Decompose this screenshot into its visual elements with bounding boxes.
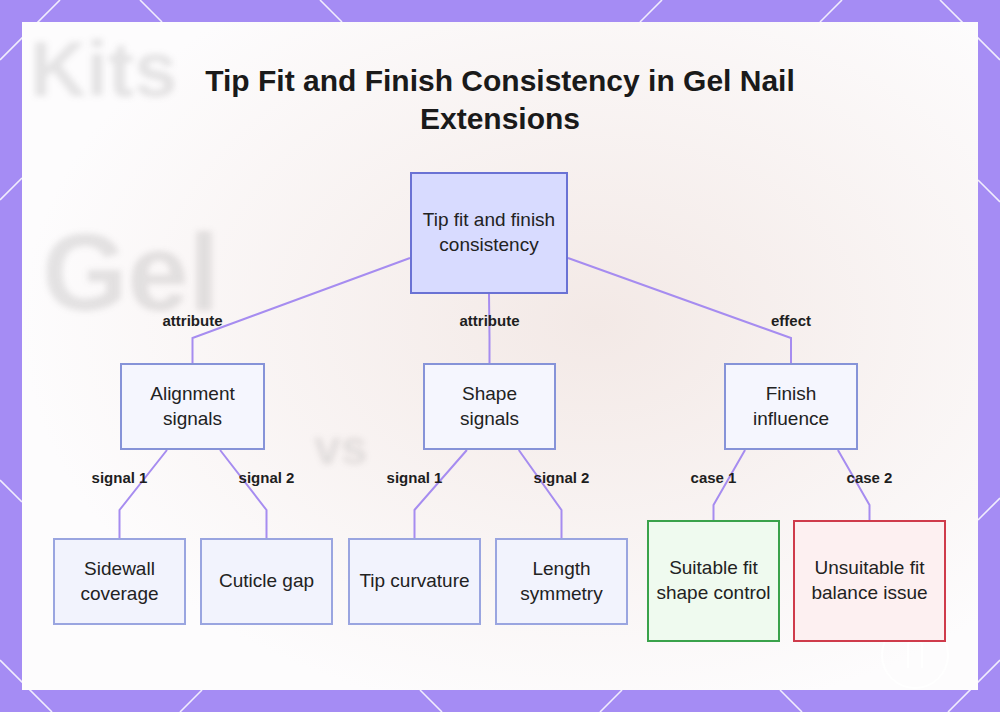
case-box: Unsuitable fit balance issue bbox=[793, 520, 946, 642]
edge-label: case 2 bbox=[847, 469, 893, 486]
signal-box: Cuticle gap bbox=[200, 538, 333, 625]
case-box: Suitable fit shape control bbox=[647, 520, 780, 642]
connector-line bbox=[120, 450, 167, 538]
watermark-text: vs bbox=[314, 424, 367, 472]
category-box: Alignment signals bbox=[120, 363, 265, 450]
edge-label: signal 1 bbox=[387, 469, 443, 486]
diagram-title: Tip Fit and Finish Consistency in Gel Na… bbox=[200, 62, 800, 138]
edge-label: attribute bbox=[460, 312, 520, 329]
signal-box: Sidewall coverage bbox=[53, 538, 186, 625]
node-text: Suitable fit shape control bbox=[649, 556, 778, 605]
edge-label: effect bbox=[771, 312, 811, 329]
edge-label: signal 1 bbox=[92, 469, 148, 486]
connector-line bbox=[488, 294, 491, 363]
root-box: Tip fit and finish consistency bbox=[410, 172, 568, 294]
connector-line bbox=[519, 450, 562, 538]
node-text: Length symmetry bbox=[497, 557, 626, 606]
connector-line bbox=[193, 258, 411, 363]
node-text: Shape signals bbox=[425, 382, 554, 431]
node-text: Sidewall coverage bbox=[55, 557, 184, 606]
watermark-text: Gel bbox=[42, 217, 219, 327]
category-box: Finish influence bbox=[724, 363, 858, 450]
connector-line bbox=[415, 450, 467, 538]
node-text: Tip fit and finish consistency bbox=[412, 208, 566, 257]
edge-label: case 1 bbox=[691, 469, 737, 486]
connector-line bbox=[220, 450, 266, 538]
node-text: Unsuitable fit balance issue bbox=[795, 556, 944, 605]
node-text: Alignment signals bbox=[122, 382, 263, 431]
edge-label: signal 2 bbox=[534, 469, 590, 486]
signal-box: Length symmetry bbox=[495, 538, 628, 625]
watermark-text: Kits bbox=[30, 30, 177, 108]
category-box: Shape signals bbox=[423, 363, 556, 450]
connector-line bbox=[568, 258, 791, 363]
node-text: Finish influence bbox=[726, 382, 856, 431]
signal-box: Tip curvature bbox=[348, 538, 481, 625]
node-text: Tip curvature bbox=[353, 569, 475, 594]
node-text: Cuticle gap bbox=[213, 569, 320, 594]
edge-label: attribute bbox=[163, 312, 223, 329]
edge-label: signal 2 bbox=[239, 469, 295, 486]
